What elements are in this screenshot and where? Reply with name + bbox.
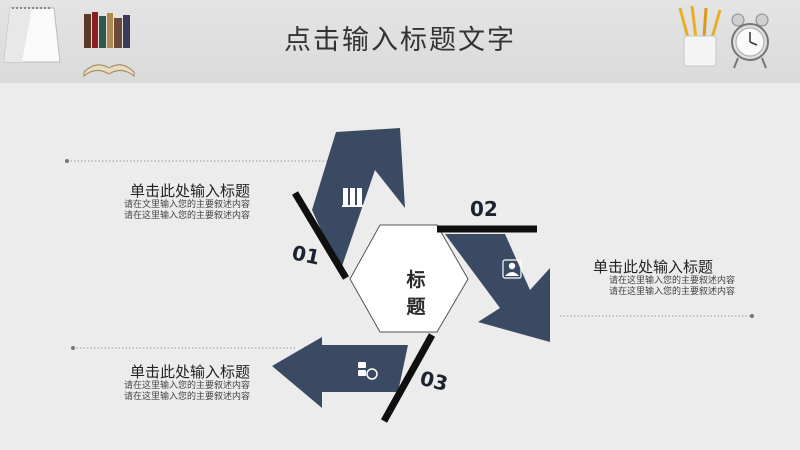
user-icon: [502, 259, 522, 279]
arrow-02: [445, 234, 550, 342]
item-heading[interactable]: 单击此处输入标题: [129, 182, 250, 200]
header-banner: 点击输入标题文字: [0, 0, 800, 83]
building-icon: [342, 188, 363, 207]
arrow-03: [272, 337, 408, 408]
item-desc-line[interactable]: 请在这里输入您的主要叙述内容: [123, 392, 250, 402]
bar-03: [380, 333, 436, 423]
item-desc-line[interactable]: 请在这里输入您的主要叙述内容: [123, 211, 250, 221]
item-heading[interactable]: 单击此处输入标题: [593, 258, 714, 276]
item-desc-line[interactable]: 请在这里输入您的主要叙述内容: [123, 381, 250, 391]
alarm-clock-icon: [731, 13, 769, 69]
pencil-cup-icon: [678, 5, 722, 67]
books-icon: [83, 12, 135, 78]
text-block-02: 单击此处输入标题 请在这里输入您的主要叙述内容 请在这里输入您的主要叙述内容: [585, 258, 735, 298]
item-desc-line[interactable]: 请在这里输入您的主要叙述内容: [608, 287, 735, 297]
item-desc-line[interactable]: 请在文里输入您的主要叙述内容: [123, 200, 250, 210]
text-block-03: 单击此处输入标题 请在这里输入您的主要叙述内容 请在这里输入您的主要叙述内容: [90, 363, 250, 403]
step-number-02: 02: [470, 197, 498, 221]
money-icon: [358, 362, 378, 380]
page-title[interactable]: 点击输入标题文字: [284, 25, 516, 56]
item-heading[interactable]: 单击此处输入标题: [129, 363, 250, 381]
center-label[interactable]: 标 题: [406, 269, 442, 318]
bar-01: [291, 191, 350, 280]
item-desc-line[interactable]: 请在这里输入您的主要叙述内容: [608, 276, 735, 286]
text-block-01: 单击此处输入标题 请在文里输入您的主要叙述内容 请在这里输入您的主要叙述内容: [90, 182, 250, 222]
center-hexagon: [349, 224, 469, 333]
calendar-icon: [3, 7, 61, 63]
